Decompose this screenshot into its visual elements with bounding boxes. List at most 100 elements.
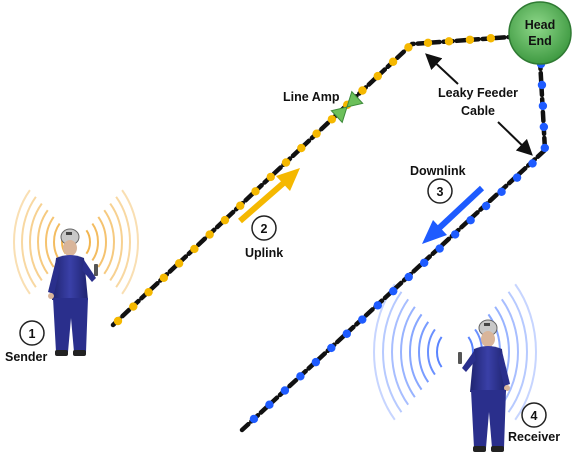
radio-wave-arc bbox=[53, 223, 61, 261]
uplink-dot bbox=[373, 71, 382, 81]
downlink-label: Downlink bbox=[410, 164, 466, 178]
downlink-dot bbox=[497, 187, 506, 197]
radio-wave-arc bbox=[427, 328, 436, 376]
uplink-dot bbox=[190, 244, 199, 254]
downlink-dot bbox=[342, 329, 351, 338]
radio-wave-arc bbox=[85, 229, 91, 255]
uplink-dot bbox=[327, 115, 337, 124]
svg-text:2: 2 bbox=[261, 222, 268, 236]
radio-wave-arc bbox=[37, 209, 49, 275]
downlink-dot bbox=[311, 357, 321, 367]
radio-wave-arc bbox=[115, 196, 131, 288]
downlink-dot bbox=[296, 372, 305, 381]
receiver-miner-figure bbox=[458, 319, 510, 452]
uplink-dot bbox=[465, 35, 475, 44]
svg-text:1: 1 bbox=[29, 327, 36, 341]
head-end-node: Head End bbox=[508, 1, 572, 65]
radio-wave-arc bbox=[97, 216, 107, 268]
downlink-direction-arrow bbox=[422, 185, 485, 244]
radio-wave-arc bbox=[507, 291, 528, 413]
uplink-dot bbox=[444, 37, 454, 46]
uplink-dot bbox=[281, 158, 291, 167]
radio-wave-arc bbox=[109, 202, 123, 282]
radio-wave-arc bbox=[29, 202, 43, 282]
downlink-dot bbox=[373, 301, 382, 310]
leaky-feeder-label-line2: Cable bbox=[461, 104, 495, 118]
downlink-dot bbox=[540, 143, 550, 153]
radio-wave-arc bbox=[400, 306, 416, 398]
downlink-dot bbox=[358, 315, 367, 324]
line-amp-label: Line Amp bbox=[283, 90, 340, 104]
uplink-dot bbox=[144, 287, 153, 297]
line-amp-icon bbox=[330, 90, 364, 124]
downlink-dot bbox=[528, 159, 537, 168]
downlink-dot bbox=[389, 286, 398, 296]
downlink-dot bbox=[450, 230, 460, 239]
uplink-dot bbox=[388, 57, 398, 66]
radio-wave-arc bbox=[382, 291, 403, 413]
downlink-dot bbox=[512, 173, 522, 182]
uplink-dot bbox=[113, 316, 123, 326]
uplink-dot bbox=[236, 201, 245, 210]
uplink-dot bbox=[486, 34, 496, 43]
radio-wave-arc bbox=[418, 321, 430, 383]
uplink-dot bbox=[251, 187, 260, 196]
leaky-feeder-pointer-upper bbox=[425, 53, 459, 85]
uplink-dot bbox=[205, 230, 214, 239]
downlink-dot bbox=[327, 343, 336, 353]
uplink-dot bbox=[297, 143, 306, 153]
uplink-direction-arrow bbox=[238, 168, 300, 224]
downlink-dot bbox=[419, 258, 429, 267]
downlink-dot bbox=[435, 244, 444, 253]
radio-wave-arc bbox=[501, 298, 519, 406]
downlink-dot bbox=[537, 80, 547, 90]
downlink-signal-dots bbox=[249, 59, 550, 424]
radio-wave-arc bbox=[514, 283, 537, 421]
receiver-label: Receiver bbox=[508, 430, 560, 444]
sender-miner-figure bbox=[48, 228, 98, 356]
uplink-dot bbox=[220, 215, 230, 225]
uplink-cable-segment bbox=[110, 34, 513, 328]
downlink-dot bbox=[481, 201, 491, 211]
step-1-badge: 1 bbox=[19, 320, 45, 346]
uplink-dot bbox=[266, 172, 275, 182]
step-2-badge: 2 bbox=[251, 215, 277, 241]
downlink-dot bbox=[466, 215, 475, 225]
uplink-signal-dots bbox=[113, 34, 496, 326]
uplink-dot bbox=[174, 259, 184, 268]
uplink-dot bbox=[312, 129, 321, 138]
svg-text:4: 4 bbox=[531, 409, 538, 423]
downlink-dot bbox=[539, 122, 549, 132]
step-4-badge: 4 bbox=[521, 402, 547, 428]
radio-wave-arc bbox=[409, 313, 423, 391]
radio-wave-arc bbox=[13, 189, 31, 295]
downlink-dot bbox=[265, 400, 274, 409]
radio-wave-arc bbox=[91, 223, 99, 261]
step-3-badge: 3 bbox=[427, 178, 453, 204]
uplink-dot bbox=[423, 38, 433, 48]
head-end-label-line1: Head bbox=[525, 18, 556, 32]
svg-text:3: 3 bbox=[437, 185, 444, 199]
radio-wave-arc bbox=[103, 209, 115, 275]
uplink-dot bbox=[129, 302, 138, 311]
radio-wave-arc bbox=[436, 336, 443, 368]
sender-label: Sender bbox=[5, 350, 48, 364]
uplink-dot bbox=[358, 86, 367, 95]
uplink-label: Uplink bbox=[245, 246, 283, 260]
leaky-feeder-pointer-lower bbox=[497, 121, 533, 156]
radio-wave-arc bbox=[45, 216, 55, 268]
sender-radio-waves bbox=[13, 189, 139, 295]
radio-wave-arc bbox=[391, 298, 409, 406]
radio-wave-arc bbox=[21, 196, 37, 288]
receiver-radio-waves bbox=[373, 283, 537, 421]
leaky-feeder-label-line1: Leaky Feeder bbox=[438, 86, 518, 100]
downlink-dot bbox=[404, 272, 413, 282]
radio-wave-arc bbox=[121, 189, 139, 295]
uplink-dot bbox=[159, 273, 169, 282]
downlink-dot bbox=[280, 386, 290, 395]
downlink-dot bbox=[538, 101, 548, 111]
uplink-dot bbox=[404, 43, 413, 52]
downlink-dot bbox=[249, 414, 259, 424]
head-end-label-line2: End bbox=[528, 34, 552, 48]
